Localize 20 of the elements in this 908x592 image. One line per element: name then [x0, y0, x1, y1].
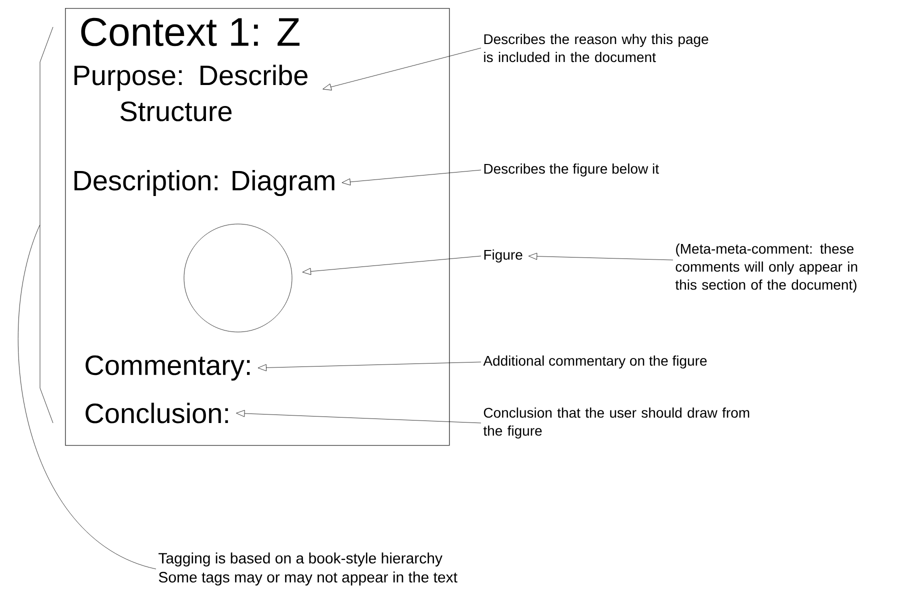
bracket	[40, 26, 54, 424]
comment-text: (Meta-meta-comment: these comments will only appear in this section of the document)	[675, 243, 858, 293]
heading-text: Commentary:	[86, 355, 250, 381]
arrow	[236, 410, 482, 424]
heading-text: Conclusion:	[86, 402, 228, 424]
heading-text: Description: Diagram	[74, 170, 334, 196]
circle	[184, 224, 292, 332]
heading-text: Purpose: Describe Structure	[74, 64, 308, 122]
note-text: Tagging is based on a book-style hierarchy Some tags may or may not appear in the text	[158, 552, 458, 586]
comment-text: Describes the figure below it	[484, 163, 659, 177]
comment-text: Conclusion that the user should draw from the figure	[483, 407, 750, 439]
arrow	[342, 170, 482, 186]
comment-text: Describes the reason why this page is included in the document	[484, 34, 708, 62]
arrow	[258, 362, 482, 372]
arrow	[322, 48, 482, 90]
leader-line	[18, 224, 156, 570]
comment-text: Additional commentary on the figure	[483, 355, 707, 369]
comment-text: Figure	[484, 249, 522, 263]
arrow	[302, 256, 482, 275]
arrow	[528, 252, 674, 260]
